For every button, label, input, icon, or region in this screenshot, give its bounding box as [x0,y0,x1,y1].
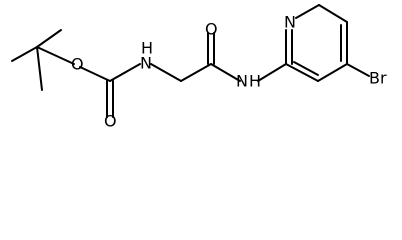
chemical-structure-canvas: O N H O O N H N Br [11,4,387,131]
ester-oxygen-label: O [71,55,84,74]
bromine-label: Br [369,69,387,88]
pyridine-bond-c3-c2-b [293,61,319,76]
pyridine-bond-c3-c2-a [285,63,319,82]
bond-ester-oxygen-to-carbonyl [79,66,111,82]
amide-carbonyl-oxygen-label: O [205,20,218,39]
pyridine-bond-c6-c5 [318,4,348,23]
bond-carbamate-carbonyl-to-nh [109,63,141,82]
carbamate-nitrogen-label: N [140,54,152,73]
amide-nitrogen-label: N [236,72,248,91]
bond-amide-nh-to-pyridine [257,63,287,82]
amide-hydrogen-label: H [249,72,261,91]
bond-nh-to-methylene [150,63,182,82]
bond-lines [11,4,370,118]
bond-methylene-to-amide-carbonyl [180,63,212,82]
pyridine-bond-c4-c3 [317,63,348,82]
carbamate-carbonyl-oxygen-label: O [104,112,117,131]
bond-tbu-center-to-oxygen [36,46,75,65]
carbamate-hydrogen-label: H [141,39,153,58]
bond-c4-to-bromine [346,63,370,77]
bond-tbu-c3-bottom [36,46,43,91]
atom-labels: O N H O O N H N Br [71,13,387,131]
pyridine-nitrogen-label: N [284,13,296,32]
bond-amide-carbonyl-to-nh [210,63,241,82]
pyridine-bond-n1-c6 [295,4,320,19]
bond-tbu-c1-top-left [11,46,38,62]
bond-tbu-c2-top-right [36,29,62,48]
molecule-diagram: O N H O O N H N Br [11,4,387,131]
